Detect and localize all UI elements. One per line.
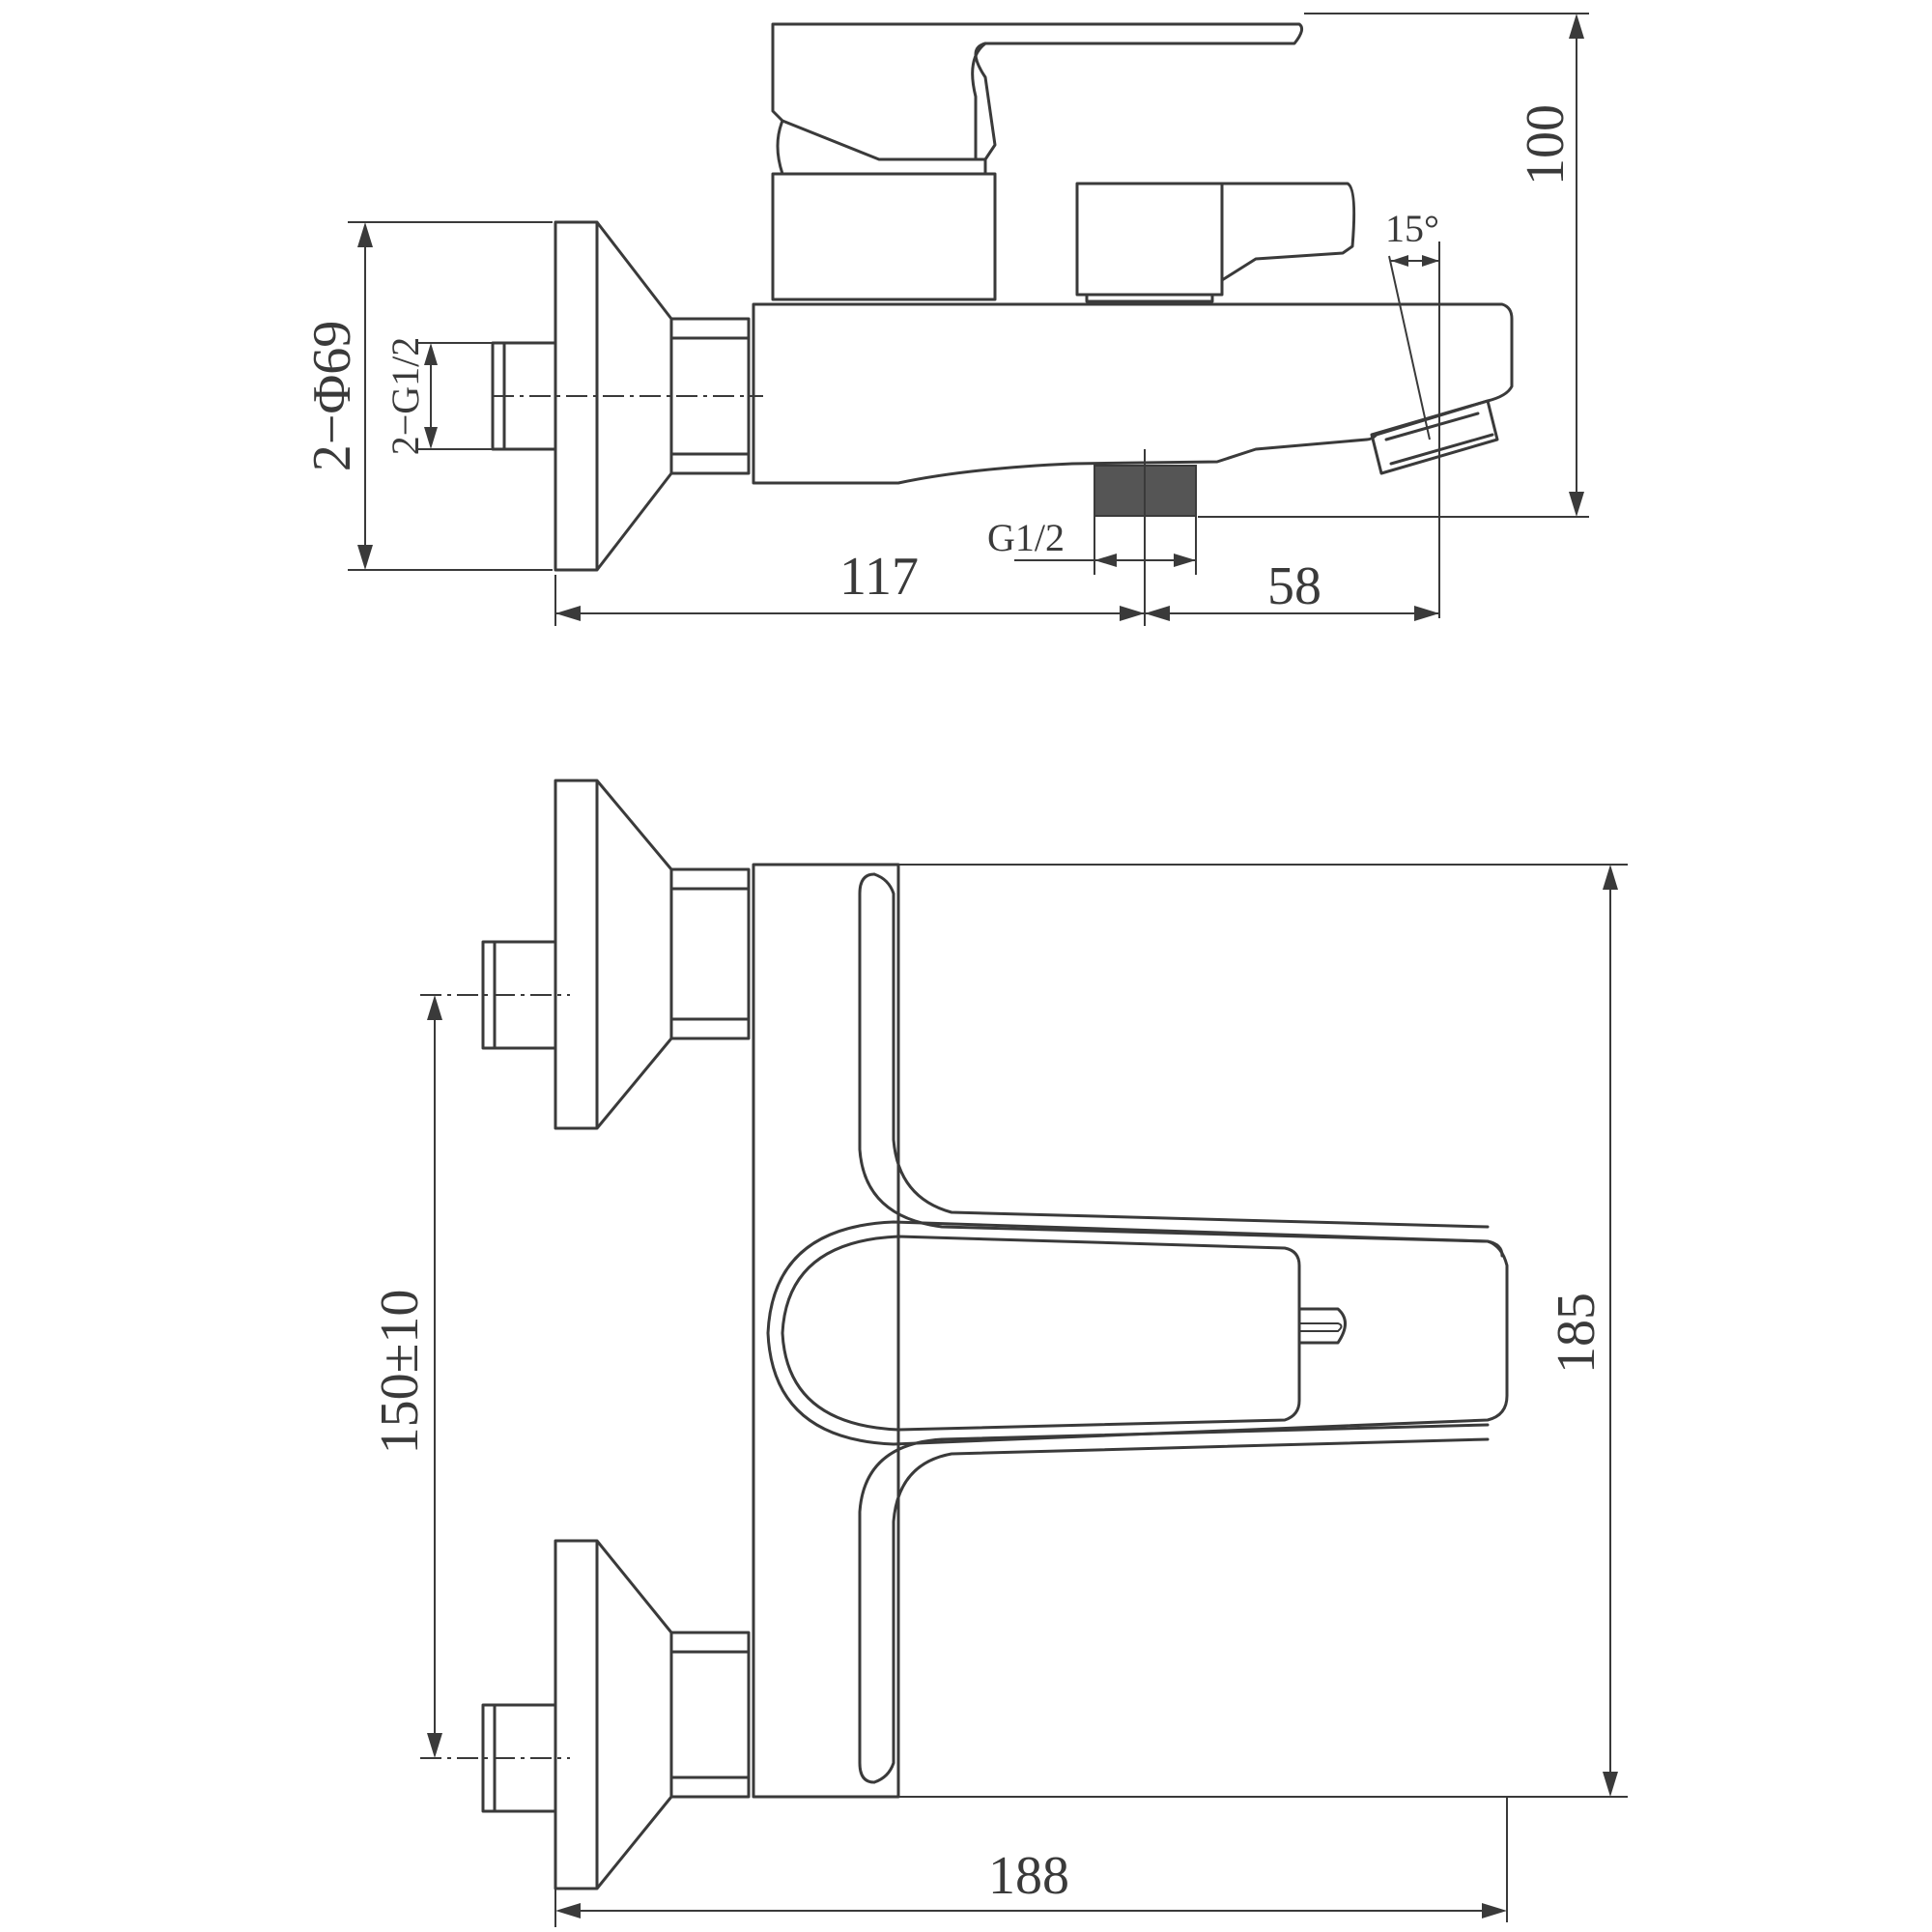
mixer-body	[752, 302, 1514, 485]
lever-arm-upper	[858, 872, 1504, 1258]
lever-arm-lower	[858, 1423, 1490, 1784]
dim-spacing-label: 150±10	[370, 1290, 430, 1455]
lower-inlet-pipe	[481, 1703, 557, 1813]
diverter-top	[1297, 1307, 1347, 1345]
lower-wall-flange	[554, 1539, 673, 1890]
upper-inlet-pipe	[481, 940, 557, 1050]
diverter-knob	[1075, 182, 1356, 297]
aerator	[1370, 399, 1499, 475]
lever-handle	[771, 22, 1304, 161]
cartridge-dome	[776, 119, 987, 176]
cartridge-housing	[771, 172, 997, 301]
upper-hex-nut	[669, 867, 751, 1040]
dim-height-label: 100	[1516, 104, 1576, 185]
side-view: 100 2−Φ69 2−G1/2 G1/2 15° 117 58	[302, 13, 1589, 626]
upper-wall-flange	[554, 779, 673, 1130]
dim-width-label: 188	[988, 1846, 1069, 1906]
dim-depth-label: 185	[1547, 1293, 1606, 1374]
dim-58-label: 58	[1267, 556, 1321, 616]
body-outline	[752, 863, 900, 1799]
dim-outlet-thread-label: G1/2	[987, 516, 1065, 559]
top-view: 150±10 185 188	[370, 779, 1628, 1927]
dim-inlet-thread-label: 2−G1/2	[384, 337, 427, 456]
lever-neck	[971, 42, 987, 161]
dim-117-label: 117	[839, 547, 919, 607]
dim-flange-label: 2−Φ69	[302, 321, 362, 472]
lower-hex-nut	[669, 1631, 751, 1799]
dim-angle-label: 15°	[1385, 207, 1439, 250]
paddle-handle	[766, 1220, 1509, 1446]
